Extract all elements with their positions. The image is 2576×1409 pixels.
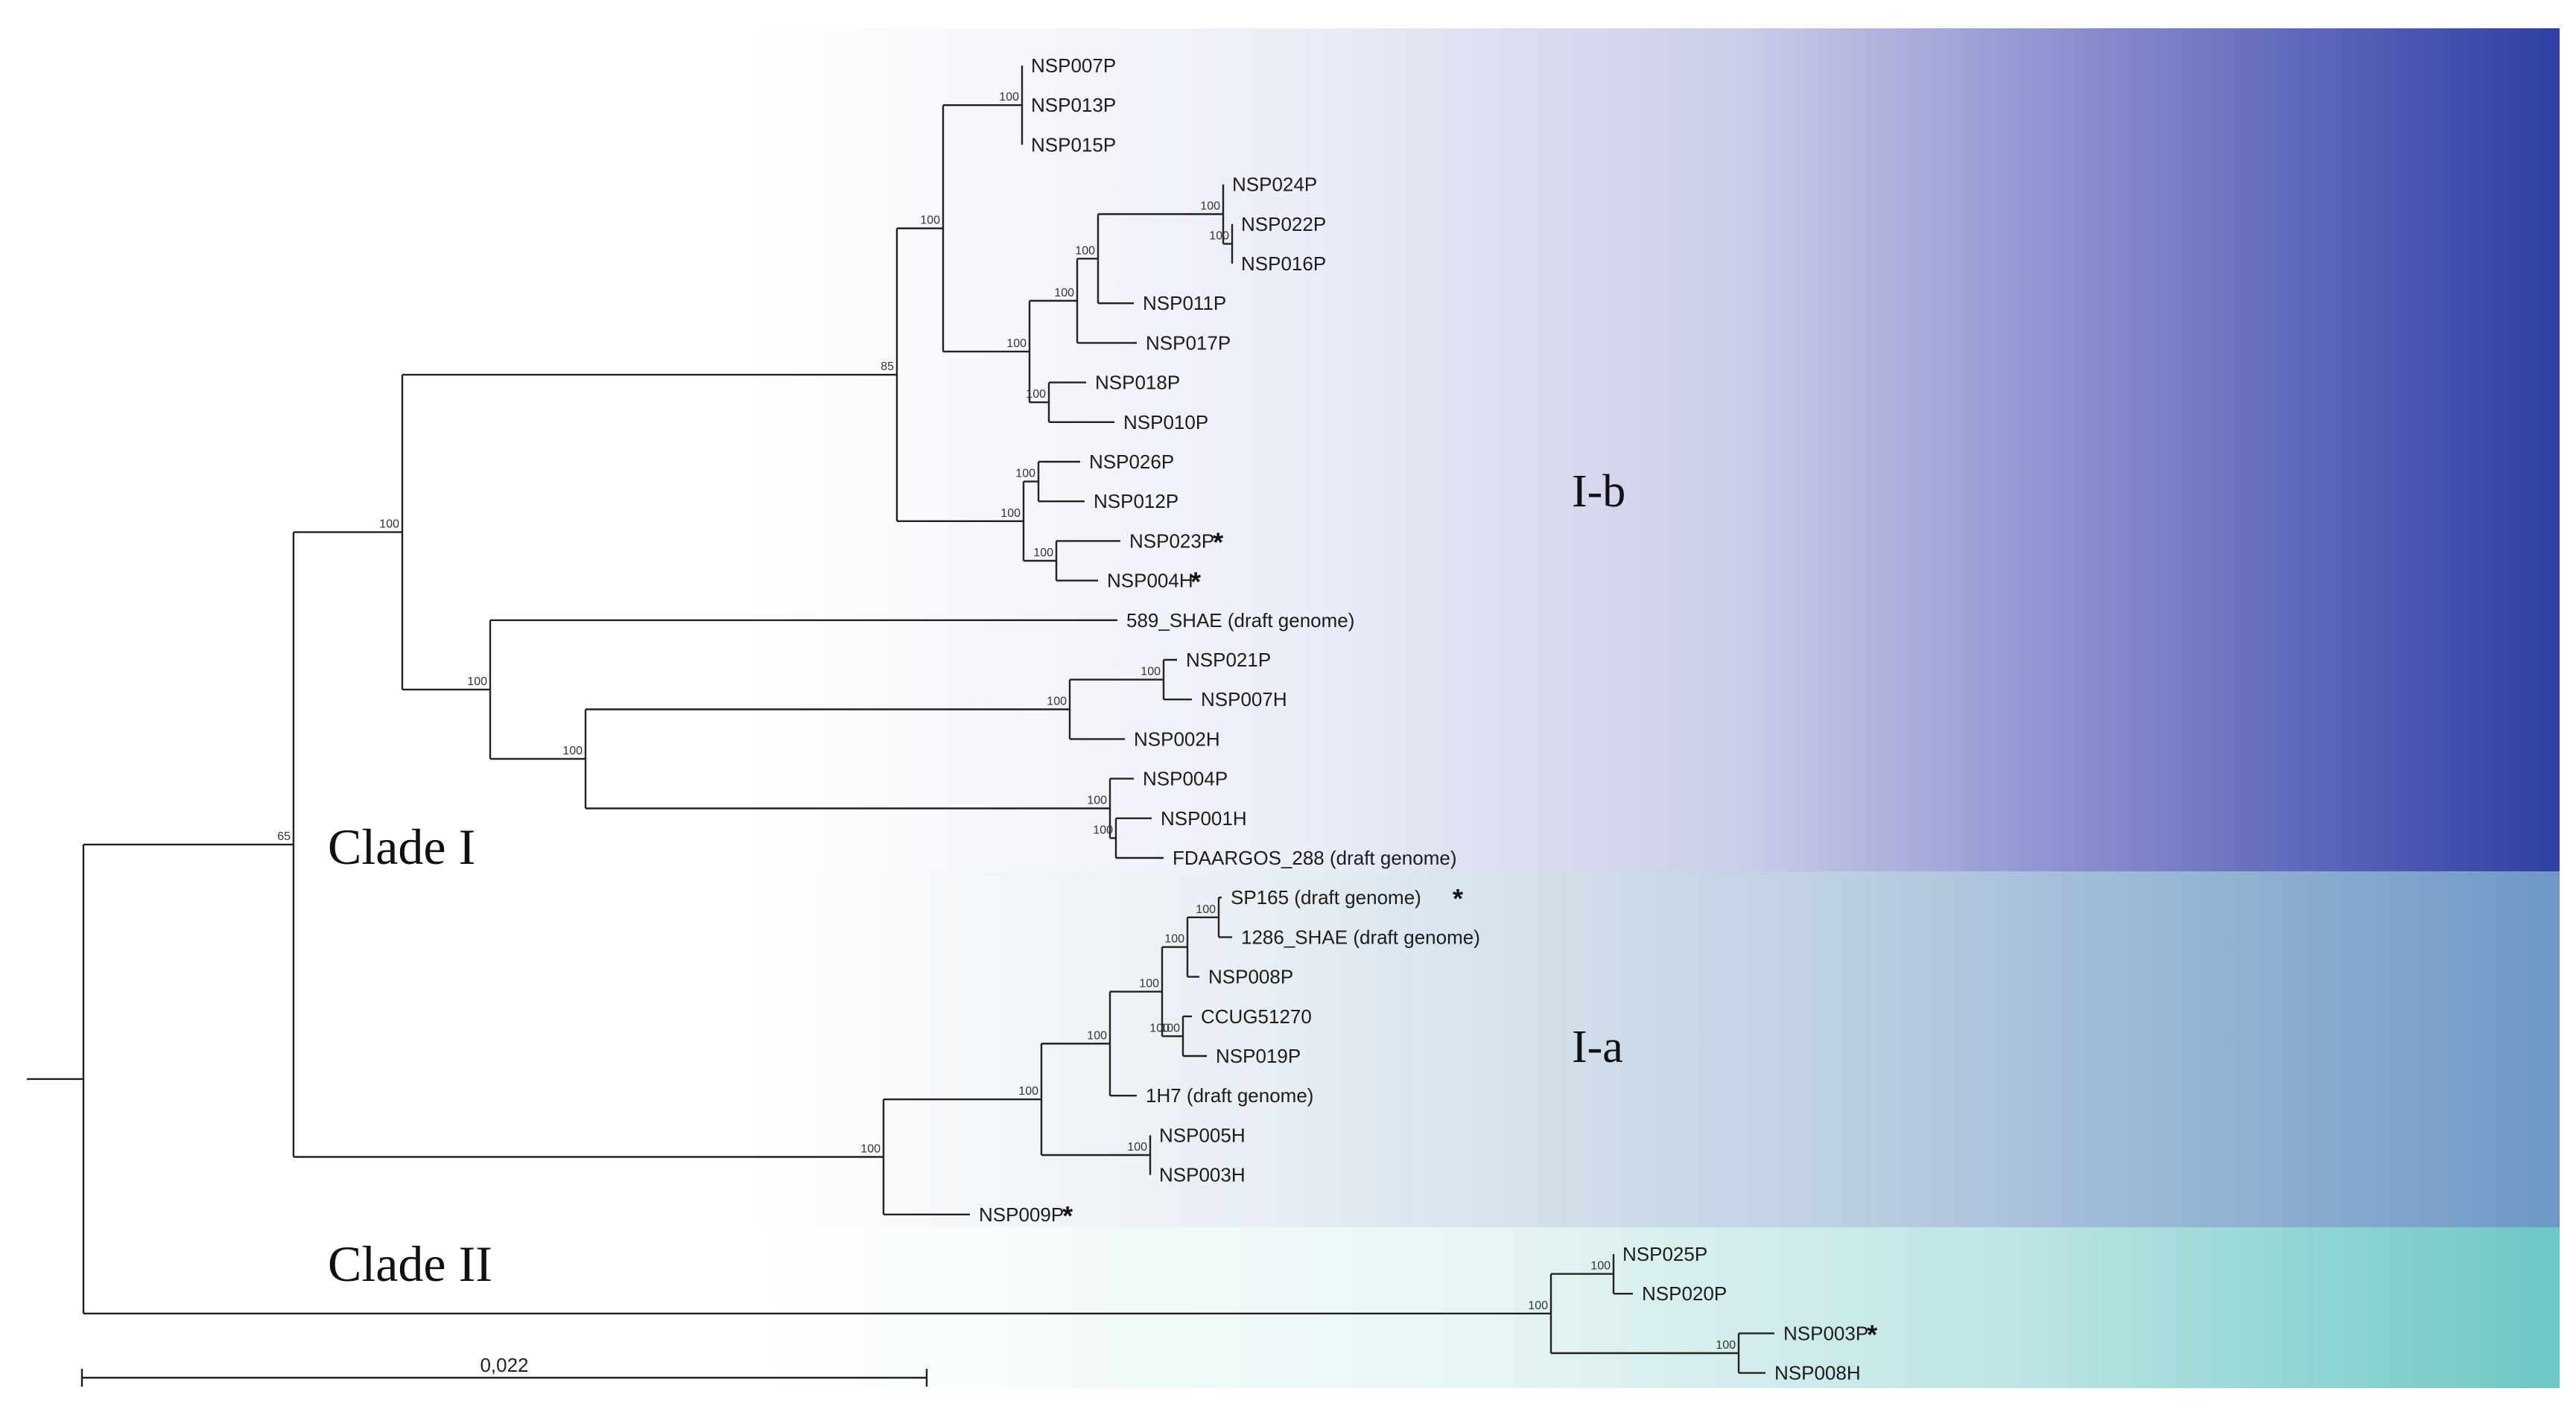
significance-star: * bbox=[1190, 567, 1201, 597]
leaf-label: NSP008P bbox=[1208, 966, 1293, 988]
clade-ib-band bbox=[745, 28, 2560, 871]
clade-i-label: Clade I bbox=[328, 818, 475, 875]
leaf-label: NSP003H bbox=[1159, 1164, 1246, 1186]
bootstrap-value: 100 bbox=[920, 214, 940, 227]
bootstrap-value: 100 bbox=[1006, 337, 1027, 350]
bootstrap-value: 100 bbox=[1075, 244, 1095, 257]
bootstrap-value: 100 bbox=[1716, 1339, 1736, 1352]
leaf-label: NSP021P bbox=[1186, 649, 1271, 671]
bootstrap-value: 100 bbox=[1528, 1300, 1548, 1312]
bootstrap-value: 100 bbox=[1141, 666, 1161, 678]
clade-ii-label: Clade II bbox=[328, 1235, 492, 1292]
leaf-label: NSP018P bbox=[1095, 372, 1180, 394]
leaf-label: NSP007H bbox=[1201, 688, 1287, 710]
leaf-label: NSP024P bbox=[1232, 174, 1317, 196]
subclade-ib-label: I-b bbox=[1572, 466, 1625, 517]
leaf-label: NSP015P bbox=[1031, 133, 1116, 156]
leaf-label: NSP008H bbox=[1774, 1362, 1861, 1384]
bootstrap-value: 100 bbox=[379, 518, 399, 531]
leaf-label: NSP001H bbox=[1161, 807, 1247, 830]
bootstrap-value: 100 bbox=[1026, 388, 1046, 401]
leaf-label: NSP004P bbox=[1143, 768, 1228, 790]
leaf-label: NSP011P bbox=[1143, 292, 1226, 314]
bootstrap-value: 100 bbox=[1149, 1022, 1170, 1034]
leaf-label: NSP016P bbox=[1241, 252, 1326, 275]
subclade-ia-label: I-a bbox=[1572, 1022, 1623, 1072]
bootstrap-value: 100 bbox=[1000, 507, 1021, 520]
leaf-label: NSP004H bbox=[1107, 570, 1193, 592]
leaf-label: NSP009P bbox=[979, 1203, 1064, 1226]
leaf-label: FDAARGOS_288 (draft genome) bbox=[1173, 847, 1457, 869]
significance-star: * bbox=[1213, 527, 1223, 557]
leaf-label: NSP023P bbox=[1129, 529, 1214, 552]
bootstrap-value: 100 bbox=[467, 675, 487, 688]
bootstrap-value: 85 bbox=[881, 360, 894, 373]
leaf-label: NSP005H bbox=[1159, 1124, 1246, 1146]
leaf-label: NSP017P bbox=[1146, 331, 1231, 354]
clade-ia-band bbox=[745, 871, 2560, 1227]
bootstrap-value: 100 bbox=[1139, 978, 1159, 990]
leaf-label: CCUG51270 bbox=[1201, 1005, 1312, 1028]
bootstrap-value: 100 bbox=[1127, 1141, 1147, 1154]
bootstrap-value: 100 bbox=[1033, 547, 1053, 559]
bootstrap-value: 100 bbox=[1087, 1029, 1107, 1042]
bootstrap-value: 65 bbox=[277, 830, 291, 843]
bootstrap-value: 100 bbox=[562, 745, 583, 757]
leaf-label: NSP013P bbox=[1031, 94, 1116, 116]
tree-branches bbox=[27, 66, 1774, 1374]
leaf-label: NSP007P bbox=[1031, 54, 1116, 77]
bootstrap-value: 100 bbox=[1209, 229, 1229, 242]
leaf-label: NSP022P bbox=[1241, 213, 1326, 235]
significance-star: * bbox=[1867, 1319, 1877, 1349]
bootstrap-value: 100 bbox=[1087, 795, 1107, 807]
leaf-label: NSP026P bbox=[1089, 451, 1174, 473]
bootstrap-labels: 65 100 85 100 100 100 100 100 100 100 100 100 100 100… bbox=[277, 91, 1736, 1352]
bootstrap-value: 100 bbox=[1200, 200, 1220, 213]
leaf-label: 1286_SHAE (draft genome) bbox=[1241, 926, 1480, 948]
leaf-label: NSP020P bbox=[1642, 1282, 1727, 1305]
bootstrap-value: 100 bbox=[860, 1142, 881, 1155]
bootstrap-value: 100 bbox=[1054, 287, 1074, 299]
scale-bar-label: 0,022 bbox=[480, 1354, 528, 1376]
bootstrap-value: 100 bbox=[1590, 1260, 1611, 1273]
leaf-label: NSP010P bbox=[1123, 411, 1208, 433]
bootstrap-value: 100 bbox=[1093, 824, 1113, 836]
bootstrap-value: 100 bbox=[1018, 1085, 1038, 1098]
leaf-label: 1H7 (draft genome) bbox=[1146, 1084, 1313, 1107]
leaf-label: 589_SHAE (draft genome) bbox=[1126, 609, 1354, 632]
bootstrap-value: 100 bbox=[1160, 1022, 1180, 1034]
significance-star: * bbox=[1453, 883, 1463, 914]
scale-bar: 0,022 bbox=[80, 1354, 928, 1387]
clade-ii-band bbox=[745, 1227, 2560, 1388]
leaf-label: NSP019P bbox=[1216, 1045, 1301, 1067]
leaf-label: NSP012P bbox=[1094, 490, 1178, 512]
bootstrap-value: 100 bbox=[1196, 903, 1216, 916]
bootstrap-value: 100 bbox=[1164, 933, 1184, 946]
leaf-label: NSP002H bbox=[1134, 728, 1220, 750]
significance-star: * bbox=[1062, 1200, 1073, 1231]
leaf-label: NSP003P bbox=[1783, 1322, 1868, 1344]
bootstrap-value: 100 bbox=[1015, 468, 1035, 480]
leaf-label: SP165 (draft genome) bbox=[1231, 886, 1421, 909]
leaf-label: NSP025P bbox=[1622, 1243, 1707, 1265]
bootstrap-value: 100 bbox=[1047, 696, 1067, 708]
leaf-labels: NSP007P NSP013P NSP015P NSP024P NSP022P NSP01… bbox=[979, 54, 1877, 1384]
bootstrap-value: 100 bbox=[999, 91, 1019, 104]
